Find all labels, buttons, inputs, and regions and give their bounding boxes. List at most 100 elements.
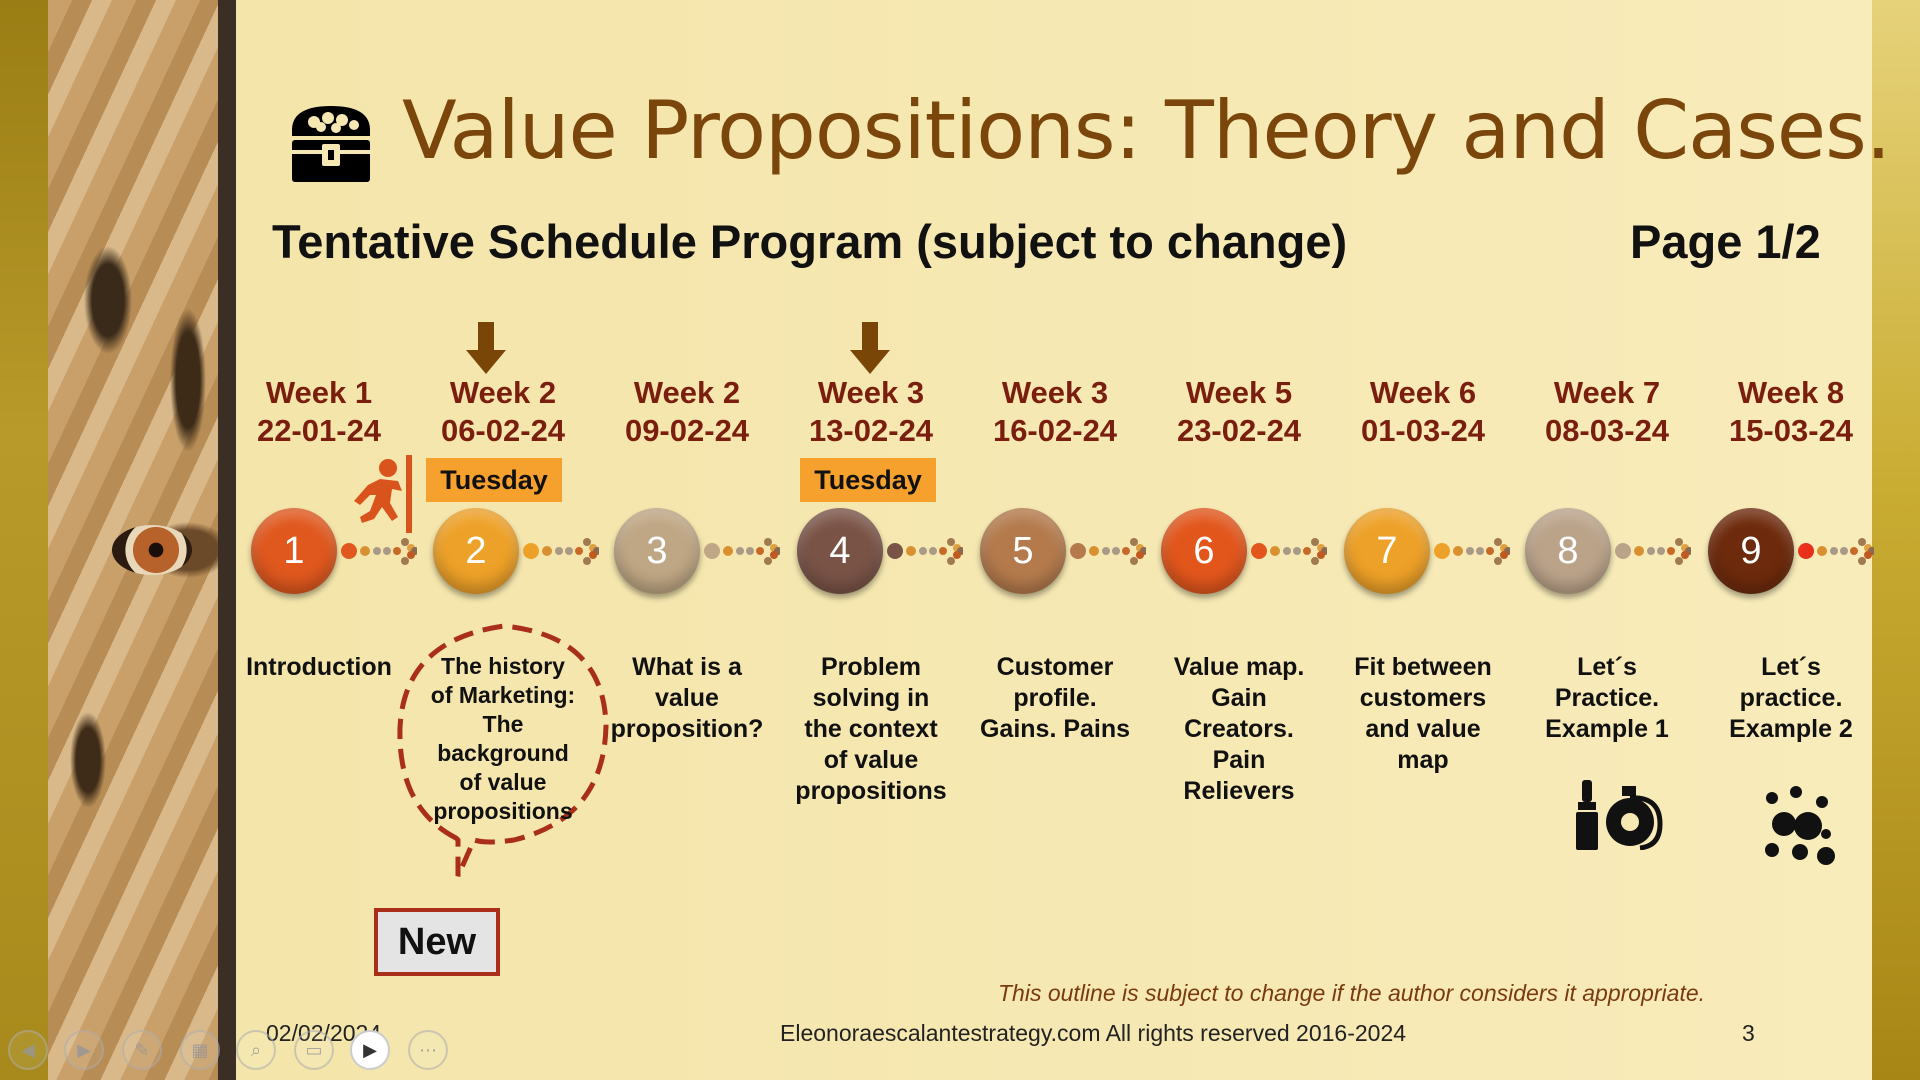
topic-line: What is a [632, 653, 742, 681]
timeline-circle-3: 3 [614, 508, 700, 594]
schedule-note: This outline is subject to change if the… [998, 980, 1706, 1006]
timeline-circle-6: 6 [1161, 508, 1247, 594]
topic-line: map [1397, 746, 1449, 774]
topic-week-6: Value map. Gain Creators. Pain Relievers [1149, 652, 1329, 807]
week-date: 23-02-24 [1176, 413, 1302, 448]
runner-icon [354, 455, 412, 533]
page-indicator: Page 1/2 [1630, 215, 1821, 268]
topic-line: of value [823, 746, 919, 774]
week-label: Week 3 [1001, 375, 1109, 410]
bubble-line: The [482, 711, 524, 737]
topic-week-3: What is a value proposition? [597, 652, 777, 745]
connector-arrow [1251, 538, 1327, 565]
pen-icon[interactable]: ✎ [122, 1030, 162, 1070]
week-date: 09-02-24 [624, 413, 750, 448]
week-date: 06-02-24 [440, 413, 566, 448]
topic-line: Creators. [1184, 715, 1294, 743]
schedule-subtitle: Tentative Schedule Program (subject to c… [272, 215, 1348, 268]
connector-arrow [1615, 538, 1691, 565]
timeline-circle-4: 4 [797, 508, 883, 594]
week-date: 13-02-24 [808, 413, 934, 448]
topic-week-5: Customer profile. Gains. Pains [965, 652, 1145, 745]
topic-line: Fit between [1354, 653, 1492, 681]
footer-copyright: Eleonoraescalantestrategy.com All rights… [780, 1020, 1407, 1046]
balls-icon [1765, 786, 1835, 865]
zoom-icon[interactable]: ⌕ [236, 1030, 276, 1070]
topic-week-8: Let´s Practice. Example 1 [1517, 652, 1697, 745]
more-icon[interactable]: ⋯ [408, 1030, 448, 1070]
week-label: Week 3 [817, 375, 925, 410]
topic-line: Let´s [1761, 653, 1821, 681]
slides-icon[interactable]: ▦ [180, 1030, 220, 1070]
topic-week-9: Let´s practice. Example 2 [1701, 652, 1881, 745]
next-icon[interactable]: ▶ [64, 1030, 104, 1070]
week-label: Week 2 [449, 375, 557, 410]
week-label: Week 2 [633, 375, 741, 410]
week-label: Week 5 [1185, 375, 1293, 410]
topic-line: customers [1359, 684, 1487, 712]
tuesday-label: Tuesday [800, 458, 936, 502]
topic-line: Let´s [1577, 653, 1637, 681]
week-label: Week 8 [1737, 375, 1845, 410]
week-label: Week 1 [265, 375, 373, 410]
tuesday-label: Tuesday [426, 458, 562, 502]
timeline-circle-8: 8 [1525, 508, 1611, 594]
topic-line: Relievers [1183, 777, 1295, 805]
topic-line: Practice. [1554, 684, 1660, 712]
connector-arrow [523, 538, 599, 565]
connector-arrow [1434, 538, 1510, 565]
connector-arrow [341, 538, 417, 565]
week-date: 16-02-24 [992, 413, 1118, 448]
timeline-circle-1: 1 [251, 508, 337, 594]
previous-icon[interactable]: ◀ [8, 1030, 48, 1070]
topic-line: Example 1 [1545, 715, 1669, 743]
topic-line: Gains. Pains [979, 715, 1131, 743]
connector-arrow [1070, 538, 1146, 565]
topic-week-1: Introduction [229, 652, 409, 683]
camera-icon[interactable]: ▶ [350, 1030, 390, 1070]
connector-arrow [1798, 538, 1874, 565]
topic-line: proposition? [610, 715, 764, 743]
slide-number: 3 [1742, 1020, 1755, 1046]
topic-line: value [655, 684, 719, 712]
bubble-line: of Marketing: [430, 682, 576, 708]
topic-line: and value [1365, 715, 1481, 743]
bubble-line: The history [441, 653, 565, 679]
week-date: 08-03-24 [1544, 413, 1670, 448]
topic-line: Example 2 [1729, 715, 1853, 743]
week-label: Week 7 [1553, 375, 1661, 410]
bubble-text: The history of Marketing: The background… [413, 652, 593, 826]
subtitles-icon[interactable]: ▭ [294, 1030, 334, 1070]
topic-line: solving in [812, 684, 930, 712]
timeline-circle-5: 5 [980, 508, 1066, 594]
week-label: Week 6 [1369, 375, 1477, 410]
arrow-down-icon [466, 322, 506, 374]
topic-line: Gain [1211, 684, 1267, 712]
page-title: Value Propositions: Theory and Cases. [402, 84, 1891, 177]
new-badge: New [374, 908, 500, 976]
week-date: 15-03-24 [1728, 413, 1854, 448]
week-date: 01-03-24 [1360, 413, 1486, 448]
divider-bar [218, 0, 236, 1080]
topic-line: Problem [820, 653, 922, 681]
right-gold-border [1872, 0, 1920, 1080]
connector-arrow [704, 538, 780, 565]
topic-line: Pain [1212, 746, 1266, 774]
bubble-line: of value [459, 769, 547, 795]
topic-line: profile. [1013, 684, 1097, 712]
bubble-line: background [437, 740, 569, 766]
lipstick-perfume-icon [1576, 780, 1663, 850]
left-gold-border [0, 0, 48, 1080]
tiger-eye [112, 525, 192, 575]
timeline-circle-2: 2 [433, 508, 519, 594]
